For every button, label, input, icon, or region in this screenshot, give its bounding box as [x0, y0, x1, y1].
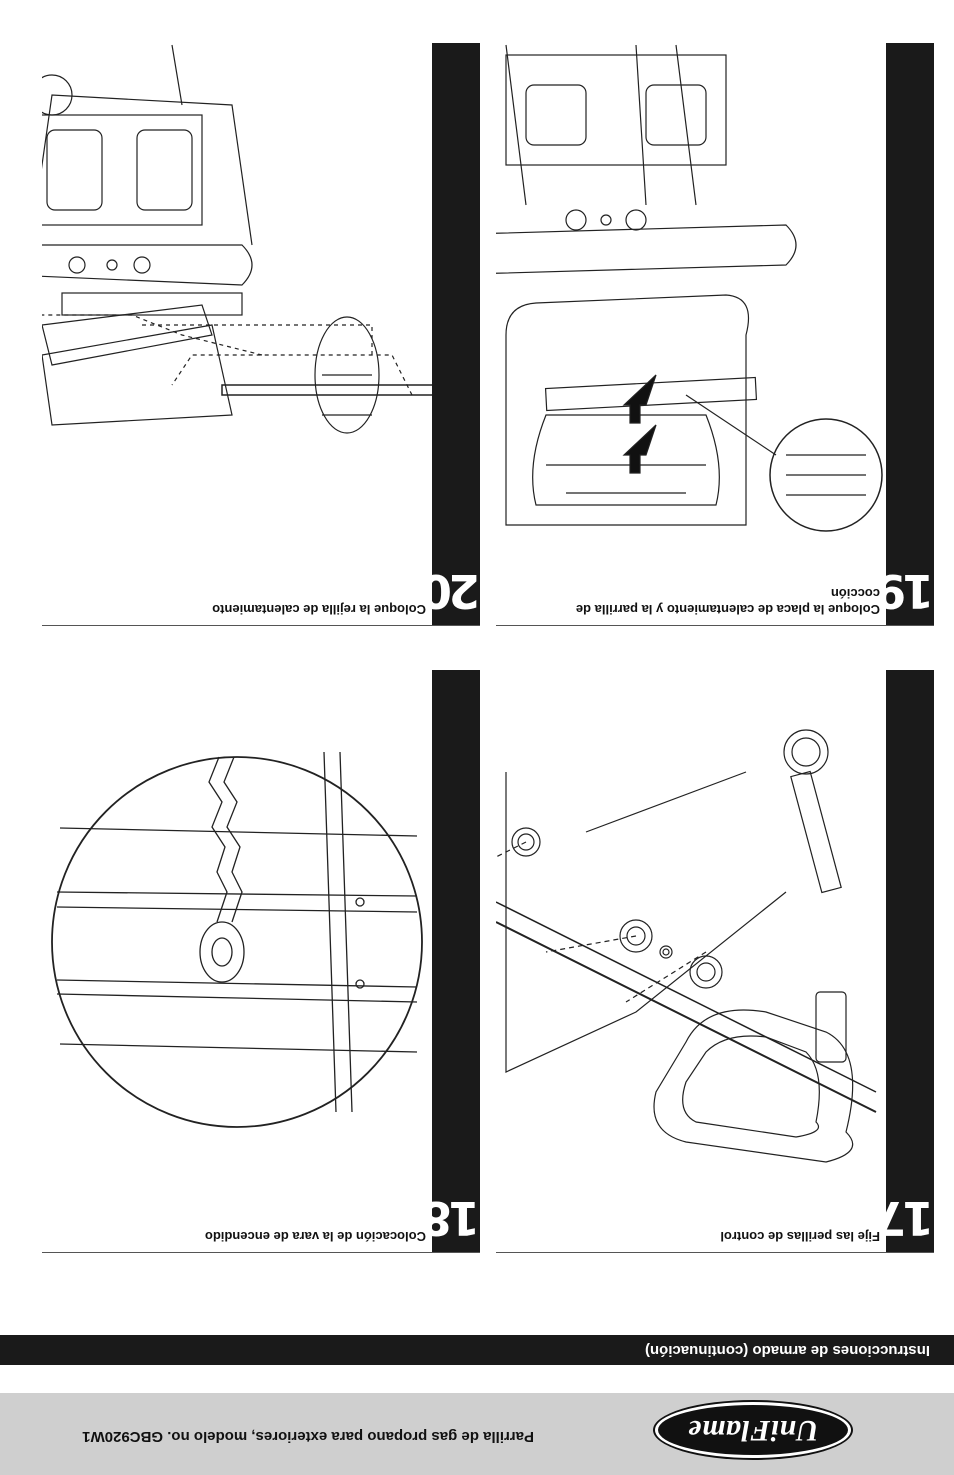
step-number-box: 19 — [877, 43, 934, 625]
heat-plate-grate-illustration — [496, 43, 886, 565]
igniter-rod-illustration — [42, 670, 432, 1192]
step-caption: Coloque la rejilla de calentamiento — [212, 602, 426, 617]
brand-logo: UniFlame — [655, 1402, 851, 1458]
step-number-box: 18 — [423, 670, 480, 1252]
step-caption: Fije las perillas de control — [720, 1229, 880, 1244]
warming-rack-illustration — [42, 43, 432, 565]
step-number: 20 — [423, 564, 480, 618]
step-number-box: 20 — [423, 43, 480, 625]
step-number-box: 17 — [877, 670, 934, 1252]
section-header: Instrucciones de armado (continuación) — [0, 1335, 954, 1365]
brand-logo-text: UniFlame — [687, 1414, 819, 1447]
section-title: Instrucciones de armado (continuación) — [644, 1342, 930, 1359]
step-number: 17 — [877, 1191, 934, 1245]
step-19: 19 Coloque la placa de calentamiento y l… — [496, 43, 934, 626]
product-subtitle: Parrilla de gas propano para exteriores,… — [82, 1428, 534, 1445]
step-caption: Colocación de la vara de encendido — [204, 1229, 426, 1244]
step-number: 18 — [423, 1191, 480, 1245]
control-knobs-illustration — [496, 670, 886, 1192]
step-17: 17 Fije las perillas de control — [496, 670, 934, 1253]
page-footer: UniFlame Parrilla de gas propano para ex… — [0, 1393, 954, 1475]
step-18: 18 Colocación de la vara de encendido — [42, 670, 480, 1253]
step-caption: Coloque la placa de calentamiento y la p… — [575, 586, 880, 617]
step-20: 20 Coloque la rejilla de calentamiento — [42, 43, 480, 626]
step-number: 19 — [877, 564, 934, 618]
